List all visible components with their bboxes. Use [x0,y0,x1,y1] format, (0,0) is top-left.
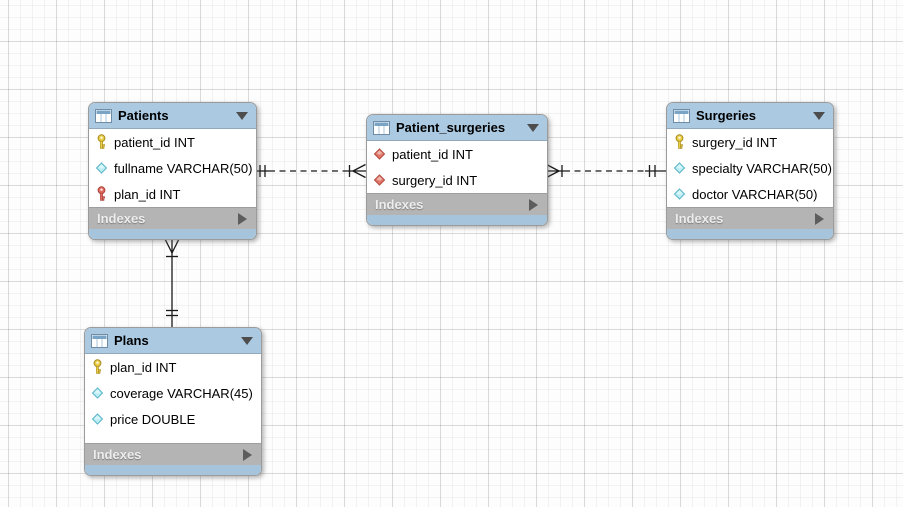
table-title: Plans [114,333,149,348]
column-label: fullname VARCHAR(50) [114,160,253,176]
column-label: patient_id INT [114,134,195,150]
column-label: surgery_id INT [692,134,778,150]
indexes-bar[interactable]: Indexes [85,443,261,465]
indexes-bar[interactable]: Indexes [367,193,547,215]
primary-key-icon [673,134,686,150]
table-footer-band [89,229,256,239]
table-header[interactable]: Plans [85,328,261,354]
column-row[interactable]: patient_id INT [367,141,547,167]
column-icon [673,186,686,202]
collapse-arrow-icon[interactable] [241,336,253,345]
indexes-label: Indexes [97,211,146,226]
table-surgeries[interactable]: Surgeries surgery_id INT specialty VARCH… [666,102,834,240]
table-footer-band [667,229,833,239]
column-label: patient_id INT [392,146,473,162]
column-icon [91,411,104,427]
column-row[interactable]: plan_id INT [85,354,261,380]
column-icon [91,385,104,401]
relationship-patients-plans[interactable] [164,238,180,327]
table-icon [95,108,112,123]
collapse-arrow-icon[interactable] [813,111,825,120]
foreign-key-column-icon [373,146,386,162]
crow-foot-icon [164,239,180,254]
primary-key-icon [91,359,104,375]
column-row[interactable]: surgery_id INT [667,129,833,155]
column-row[interactable]: surgery_id INT [367,167,547,193]
table-patient-surgeries[interactable]: Patient_surgeries patient_id INT surgery… [366,114,548,226]
indexes-bar[interactable]: Indexes [667,207,833,229]
expand-arrow-icon[interactable] [815,212,824,225]
table-footer-band [85,465,261,475]
relationship-patients-patient-surgeries[interactable] [255,163,366,179]
table-icon [91,333,108,348]
column-label: price DOUBLE [110,411,196,427]
indexes-bar[interactable]: Indexes [89,207,256,229]
column-row[interactable]: patient_id INT [89,129,256,155]
table-header[interactable]: Patients [89,103,256,129]
table-body-spacer [85,432,261,443]
foreign-key-column-icon [373,172,386,188]
table-title: Patient_surgeries [396,120,506,135]
expand-arrow-icon[interactable] [529,198,538,211]
indexes-label: Indexes [93,447,142,462]
column-row[interactable]: coverage VARCHAR(45) [85,380,261,406]
table-footer-band [367,215,547,225]
indexes-label: Indexes [675,211,724,226]
table-header[interactable]: Surgeries [667,103,833,129]
collapse-arrow-icon[interactable] [236,111,248,120]
column-row[interactable]: specialty VARCHAR(50) [667,155,833,181]
indexes-label: Indexes [375,197,424,212]
table-icon [673,108,690,123]
column-row[interactable]: fullname VARCHAR(50) [89,155,256,181]
column-icon [95,160,108,176]
primary-key-icon [95,134,108,150]
column-label: plan_id INT [110,359,177,375]
column-row[interactable]: price DOUBLE [85,406,261,432]
column-label: doctor VARCHAR(50) [692,186,818,202]
crow-foot-icon [352,163,366,179]
table-icon [373,120,390,135]
crow-foot-icon [546,163,560,179]
table-plans[interactable]: Plans plan_id INT coverage VARCHAR(45) p… [84,327,262,476]
table-patients[interactable]: Patients patient_id INT fullname VARCHAR… [88,102,257,240]
column-icon [673,160,686,176]
relationship-surgeries-patient-surgeries[interactable] [546,163,666,179]
column-label: surgery_id INT [392,172,478,188]
table-header[interactable]: Patient_surgeries [367,115,547,141]
column-label: plan_id INT [114,186,181,202]
column-label: specialty VARCHAR(50) [692,160,832,176]
collapse-arrow-icon[interactable] [527,123,539,132]
table-title: Surgeries [696,108,756,123]
table-title: Patients [118,108,169,123]
column-label: coverage VARCHAR(45) [110,385,253,401]
column-row[interactable]: plan_id INT [89,181,256,207]
column-row[interactable]: doctor VARCHAR(50) [667,181,833,207]
foreign-key-icon [95,186,108,202]
expand-arrow-icon[interactable] [238,212,247,225]
expand-arrow-icon[interactable] [243,448,252,461]
